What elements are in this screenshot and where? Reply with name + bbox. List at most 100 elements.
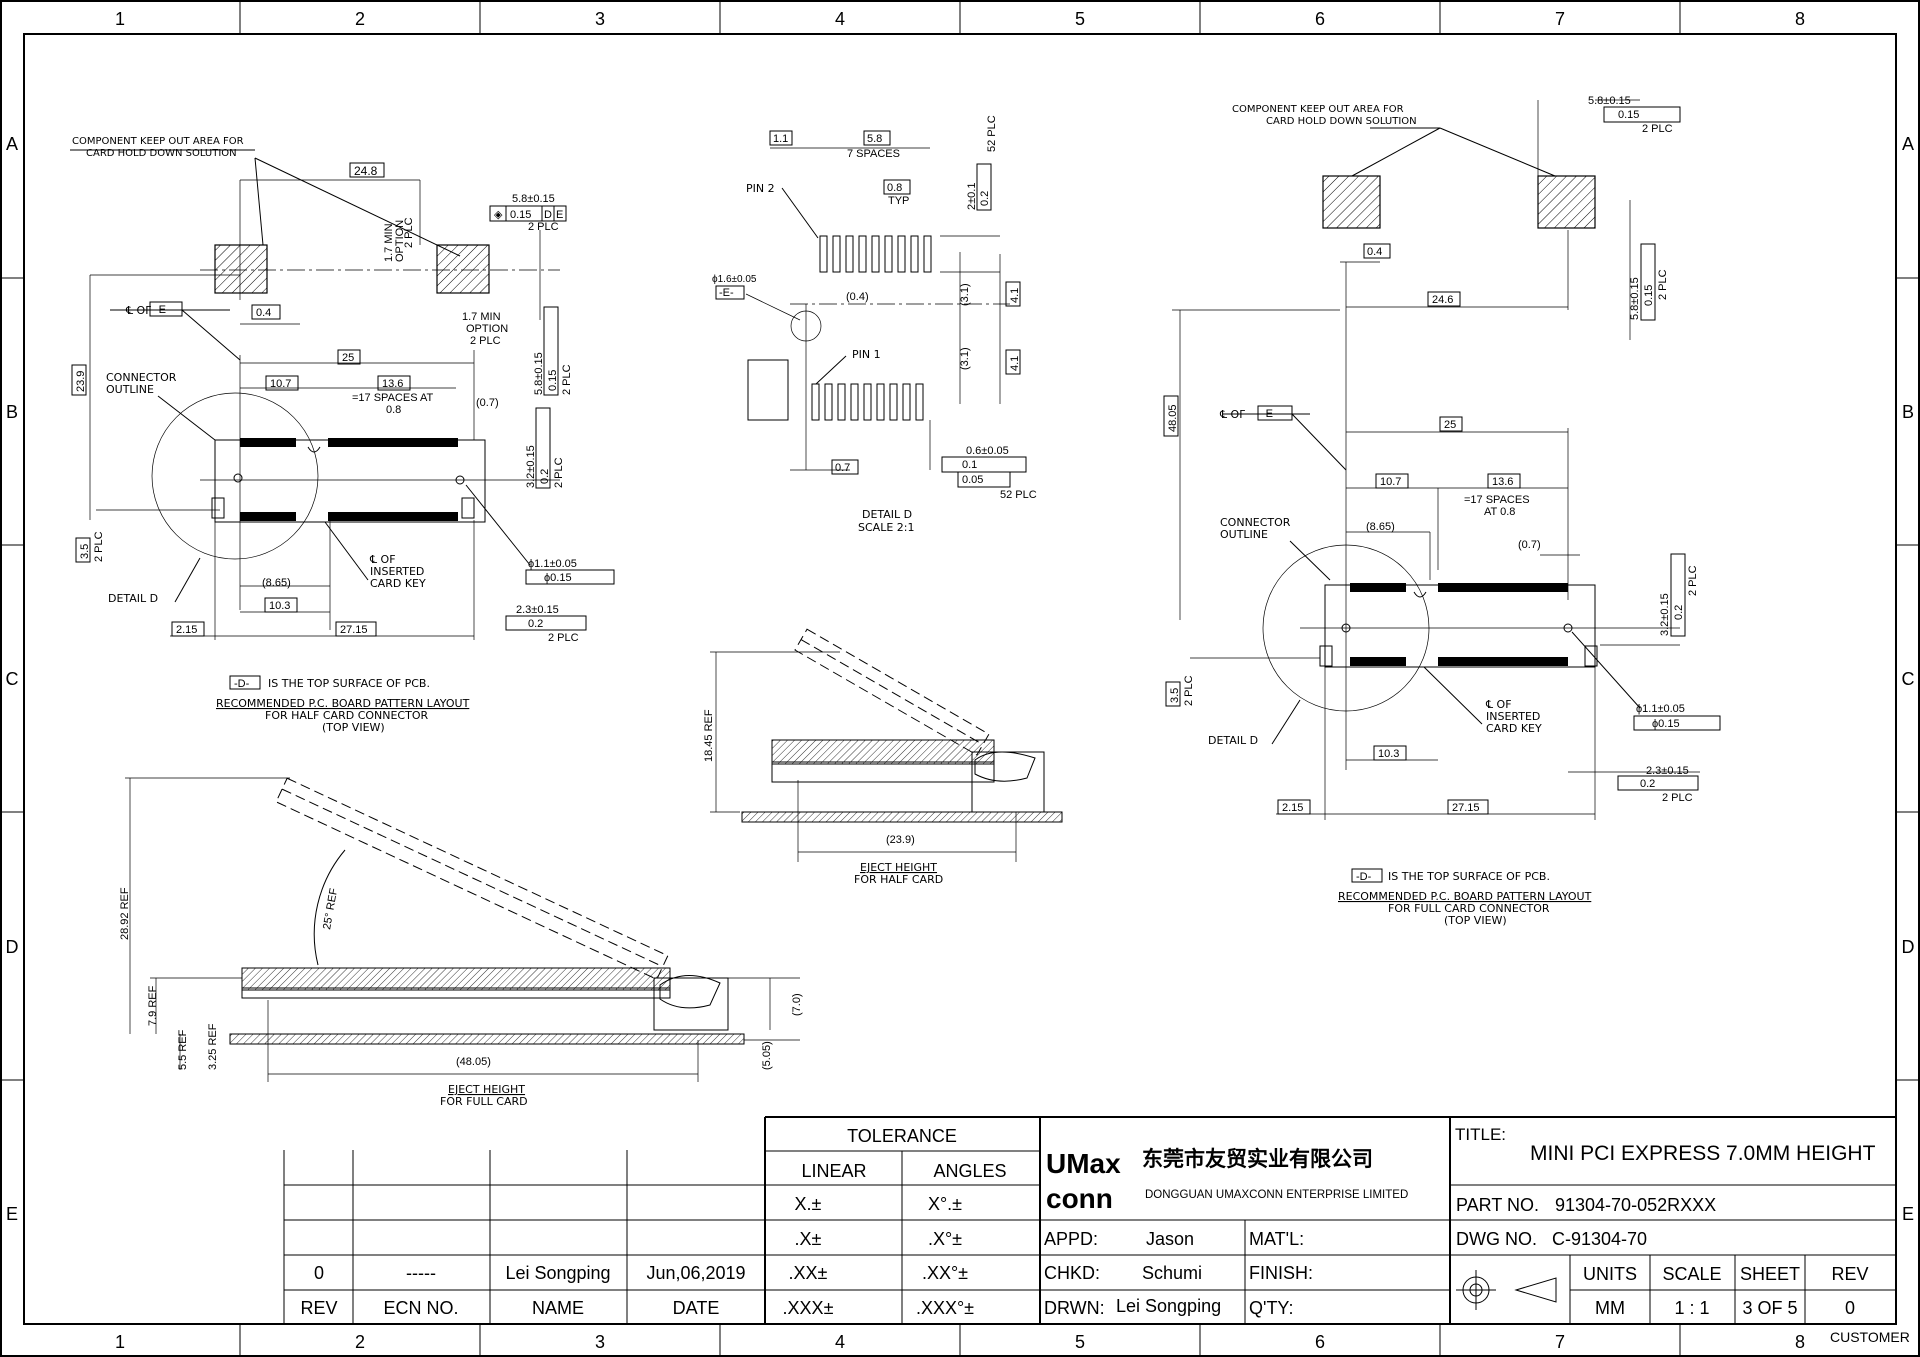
tol-angle-2: .X°± (928, 1229, 962, 1249)
scale-header: SCALE (1662, 1264, 1721, 1284)
centerline-of-label: ℄ OF (125, 304, 152, 317)
drwn-value: Lei Songping (1116, 1296, 1221, 1316)
card-key-label: CARD KEY (370, 577, 426, 590)
eject-half-card-view: 18.45 REF (23.9) EJECT HEIGHT FOR HALF C… (703, 628, 1063, 886)
col-label-4: 4 (835, 9, 845, 29)
eject-height-label-full: EJECT HEIGHT (448, 1083, 525, 1096)
eject-height-label: EJECT HEIGHT (860, 861, 937, 874)
tol-linear-3: .XX± (789, 1263, 828, 1283)
customer-label: CUSTOMER (1830, 1329, 1910, 1345)
sheet-value: 3 OF 5 (1742, 1298, 1797, 1318)
for-half-card-label: FOR HALF CARD (854, 873, 943, 886)
dim-3-1-a: (3.1) (959, 283, 971, 306)
spaces-7-label: 7 SPACES (847, 148, 900, 160)
dim-3-25-ref: 3.25 REF (207, 1023, 219, 1070)
dim-3-5-full: 3.5 (1169, 688, 1181, 703)
outline-label: OUTLINE (106, 383, 154, 396)
keepout-label: COMPONENT KEEP OUT AREA FOR (72, 136, 244, 147)
plc-label-e-full: 2 PLC (1662, 792, 1693, 804)
outline-label-full: OUTLINE (1220, 528, 1268, 541)
rev-header-title: REV (1831, 1264, 1868, 1284)
dim-23-9: (23.9) (886, 834, 915, 846)
finish-label: FINISH: (1249, 1263, 1313, 1283)
dim-5-05: (5.05) (761, 1041, 773, 1070)
date-header: DATE (673, 1298, 720, 1318)
dim-10-3-full: 10.3 (1378, 748, 1399, 760)
chkd-label: CHKD: (1044, 1263, 1100, 1283)
units-header: UNITS (1583, 1264, 1637, 1284)
inserted-label: INSERTED (370, 565, 424, 578)
note-recommended-full: RECOMMENDED P.C. BOARD PATTERN LAYOUT (1338, 890, 1592, 903)
col-label-2-bottom: 2 (355, 1332, 365, 1352)
note-recommended: RECOMMENDED P.C. BOARD PATTERN LAYOUT (216, 697, 470, 710)
col-label-5-bottom: 5 (1075, 1332, 1085, 1352)
dwg-no-value: C-91304-70 (1552, 1229, 1647, 1249)
dim-3-2: 3.2±0.15 (525, 445, 537, 488)
note-top-surface-full: IS THE TOP SURFACE OF PCB. (1388, 870, 1550, 883)
material-label: MAT'L: (1249, 1229, 1304, 1249)
connector-body-full (1324, 584, 1596, 668)
dim-10-7-full: 10.7 (1380, 476, 1401, 488)
tolerance-title: TOLERANCE (847, 1126, 957, 1146)
title-block: 0 ----- Lei Songping Jun,06,2019 REV ECN… (283, 1116, 1910, 1345)
dim-13-6: 13.6 (382, 378, 403, 390)
gdt-hole: ϕ0.15 (544, 572, 572, 584)
rev-value-title: 0 (1845, 1298, 1855, 1318)
col-label-1-bottom: 1 (115, 1332, 125, 1352)
row-label-c: C (6, 669, 19, 689)
tol-linear-2: .X± (795, 1229, 822, 1249)
row-label-b: B (6, 402, 18, 422)
gdt-0-2: 0.2 (539, 469, 551, 484)
option-label: OPTION (394, 220, 406, 262)
datum-d: D (544, 209, 552, 221)
keepout-pad-right (436, 244, 490, 294)
title-label: TITLE: (1455, 1125, 1506, 1144)
col-label-2: 2 (355, 9, 365, 29)
col-label-8: 8 (1795, 9, 1805, 29)
dim-27-15: 27.15 (340, 624, 368, 636)
scale-value: 1 : 1 (1674, 1298, 1709, 1318)
dim-2-15-full: 2.15 (1282, 802, 1303, 814)
for-full-card-label: FOR FULL CARD (440, 1095, 528, 1108)
dim-5-5-ref: 5.5 REF (177, 1029, 189, 1070)
detail-pads-bottom (811, 383, 924, 421)
plc-label-c: 2 PLC (553, 457, 565, 488)
linear-header: LINEAR (801, 1161, 866, 1181)
keepout-pad-right-full (1537, 175, 1596, 229)
dim-28-92-ref: 28.92 REF (119, 887, 131, 940)
gdt-015-full: 0.15 (1618, 109, 1639, 121)
dim-8-65: (8.65) (262, 577, 291, 589)
plc-label-full: 2 PLC (1642, 123, 1673, 135)
dim-2-0-1: 2±0.1 (966, 183, 978, 210)
gdt-0-2b-full: 0.2 (1640, 778, 1655, 790)
full-card-layout-view: COMPONENT KEEP OUT AREA FOR CARD HOLD DO… (1163, 95, 1721, 927)
dim-25: 25 (342, 352, 354, 364)
typ-label: TYP (888, 195, 909, 207)
datum-d-ref-full: -D- (1356, 871, 1372, 883)
detail-d-title: DETAIL D (862, 508, 912, 521)
centerline-of-full: ℄ OF (1219, 408, 1246, 421)
row-label-b-right: B (1902, 402, 1914, 422)
qty-label: Q'TY: (1249, 1298, 1293, 1318)
plc-label-c-full: 2 PLC (1687, 565, 1699, 596)
pin-1-label: PIN 1 (852, 348, 881, 361)
rev-value: 0 (314, 1263, 324, 1283)
dim-1-7-min-b: 1.7 MIN (462, 311, 501, 323)
dim-0-4-full: 0.4 (1367, 246, 1382, 258)
note-half-card: FOR HALF CARD CONNECTOR (265, 709, 428, 722)
gdt-015-full-vert: 0.15 (1643, 285, 1655, 306)
note-top-view-full: (TOP VIEW) (1444, 914, 1507, 927)
detail-d-label: DETAIL D (108, 592, 158, 605)
detail-d-label-full: DETAIL D (1208, 734, 1258, 747)
note-full-card: FOR FULL CARD CONNECTOR (1388, 902, 1550, 915)
dim-0-6: 0.6±0.05 (966, 445, 1009, 457)
dim-7-0: (7.0) (791, 993, 803, 1016)
company-logo: UMax conn (1046, 1148, 1121, 1214)
spaces-label: =17 SPACES AT (352, 392, 433, 404)
plc-label-b: 2 PLC (470, 335, 501, 347)
dwg-no-label: DWG NO. (1456, 1229, 1537, 1249)
rev-header: REV (300, 1298, 337, 1318)
dim-5-8-full: 5.8±0.15 (1588, 95, 1631, 107)
dim-4-1-b: 4.1 (1009, 356, 1021, 371)
